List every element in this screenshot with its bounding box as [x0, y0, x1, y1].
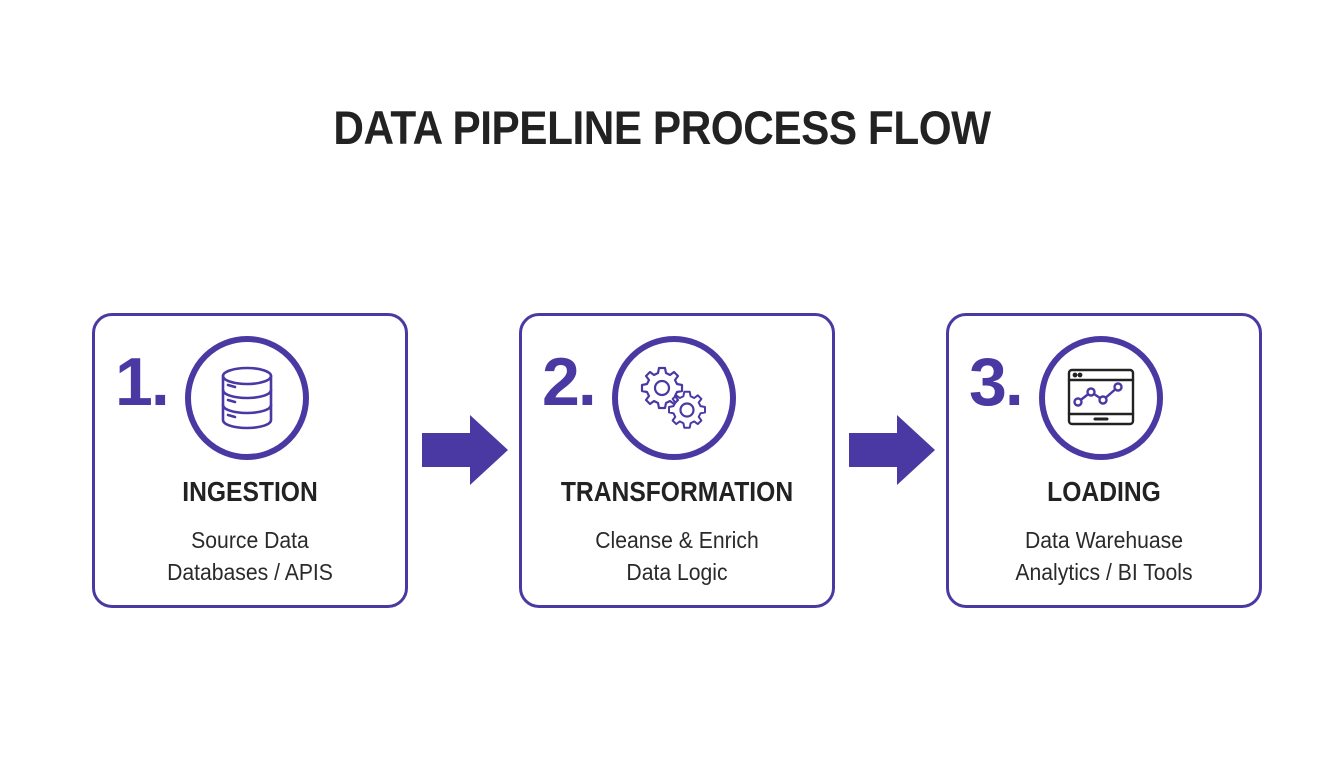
step-description-line: Analytics / BI Tools [1015, 559, 1193, 585]
step-number: 1. [115, 344, 170, 420]
analytics-dashboard-icon [1067, 368, 1135, 426]
step-number: 3. [969, 344, 1024, 420]
icon-ring [1039, 336, 1163, 460]
gears-icon [640, 366, 706, 429]
icon-ring [612, 336, 736, 460]
step-title: INGESTION [182, 476, 318, 507]
step-title: TRANSFORMATION [560, 476, 794, 507]
page-title: DATA PIPELINE PROCESS FLOW [333, 101, 991, 154]
step-card-loading: 3. LOADING Data Warehuase Analytics / BI… [946, 313, 1262, 608]
arrow-right-icon [849, 415, 935, 485]
step-card-transformation: 2. TRANSFORMATION Cleanse & Enrich Data … [519, 313, 835, 608]
step-description: Data Warehuase Analytics / BI Tools [961, 524, 1246, 588]
step-description: Source Data Databases / APIS [107, 524, 392, 588]
step-description-line: Databases / APIS [167, 559, 333, 585]
step-description: Cleanse & Enrich Data Logic [534, 524, 819, 588]
arrow-right-icon [422, 415, 508, 485]
step-description-line: Source Data [191, 527, 309, 553]
step-title: LOADING [1047, 476, 1161, 507]
step-number: 2. [542, 344, 597, 420]
step-description-line: Data Logic [626, 559, 728, 585]
step-description-line: Cleanse & Enrich [595, 527, 759, 553]
icon-ring [185, 336, 309, 460]
step-card-ingestion: 1. INGESTION Source Data Databases / API… [92, 313, 408, 608]
database-icon [221, 366, 273, 430]
step-description-line: Data Warehuase [1024, 527, 1184, 553]
